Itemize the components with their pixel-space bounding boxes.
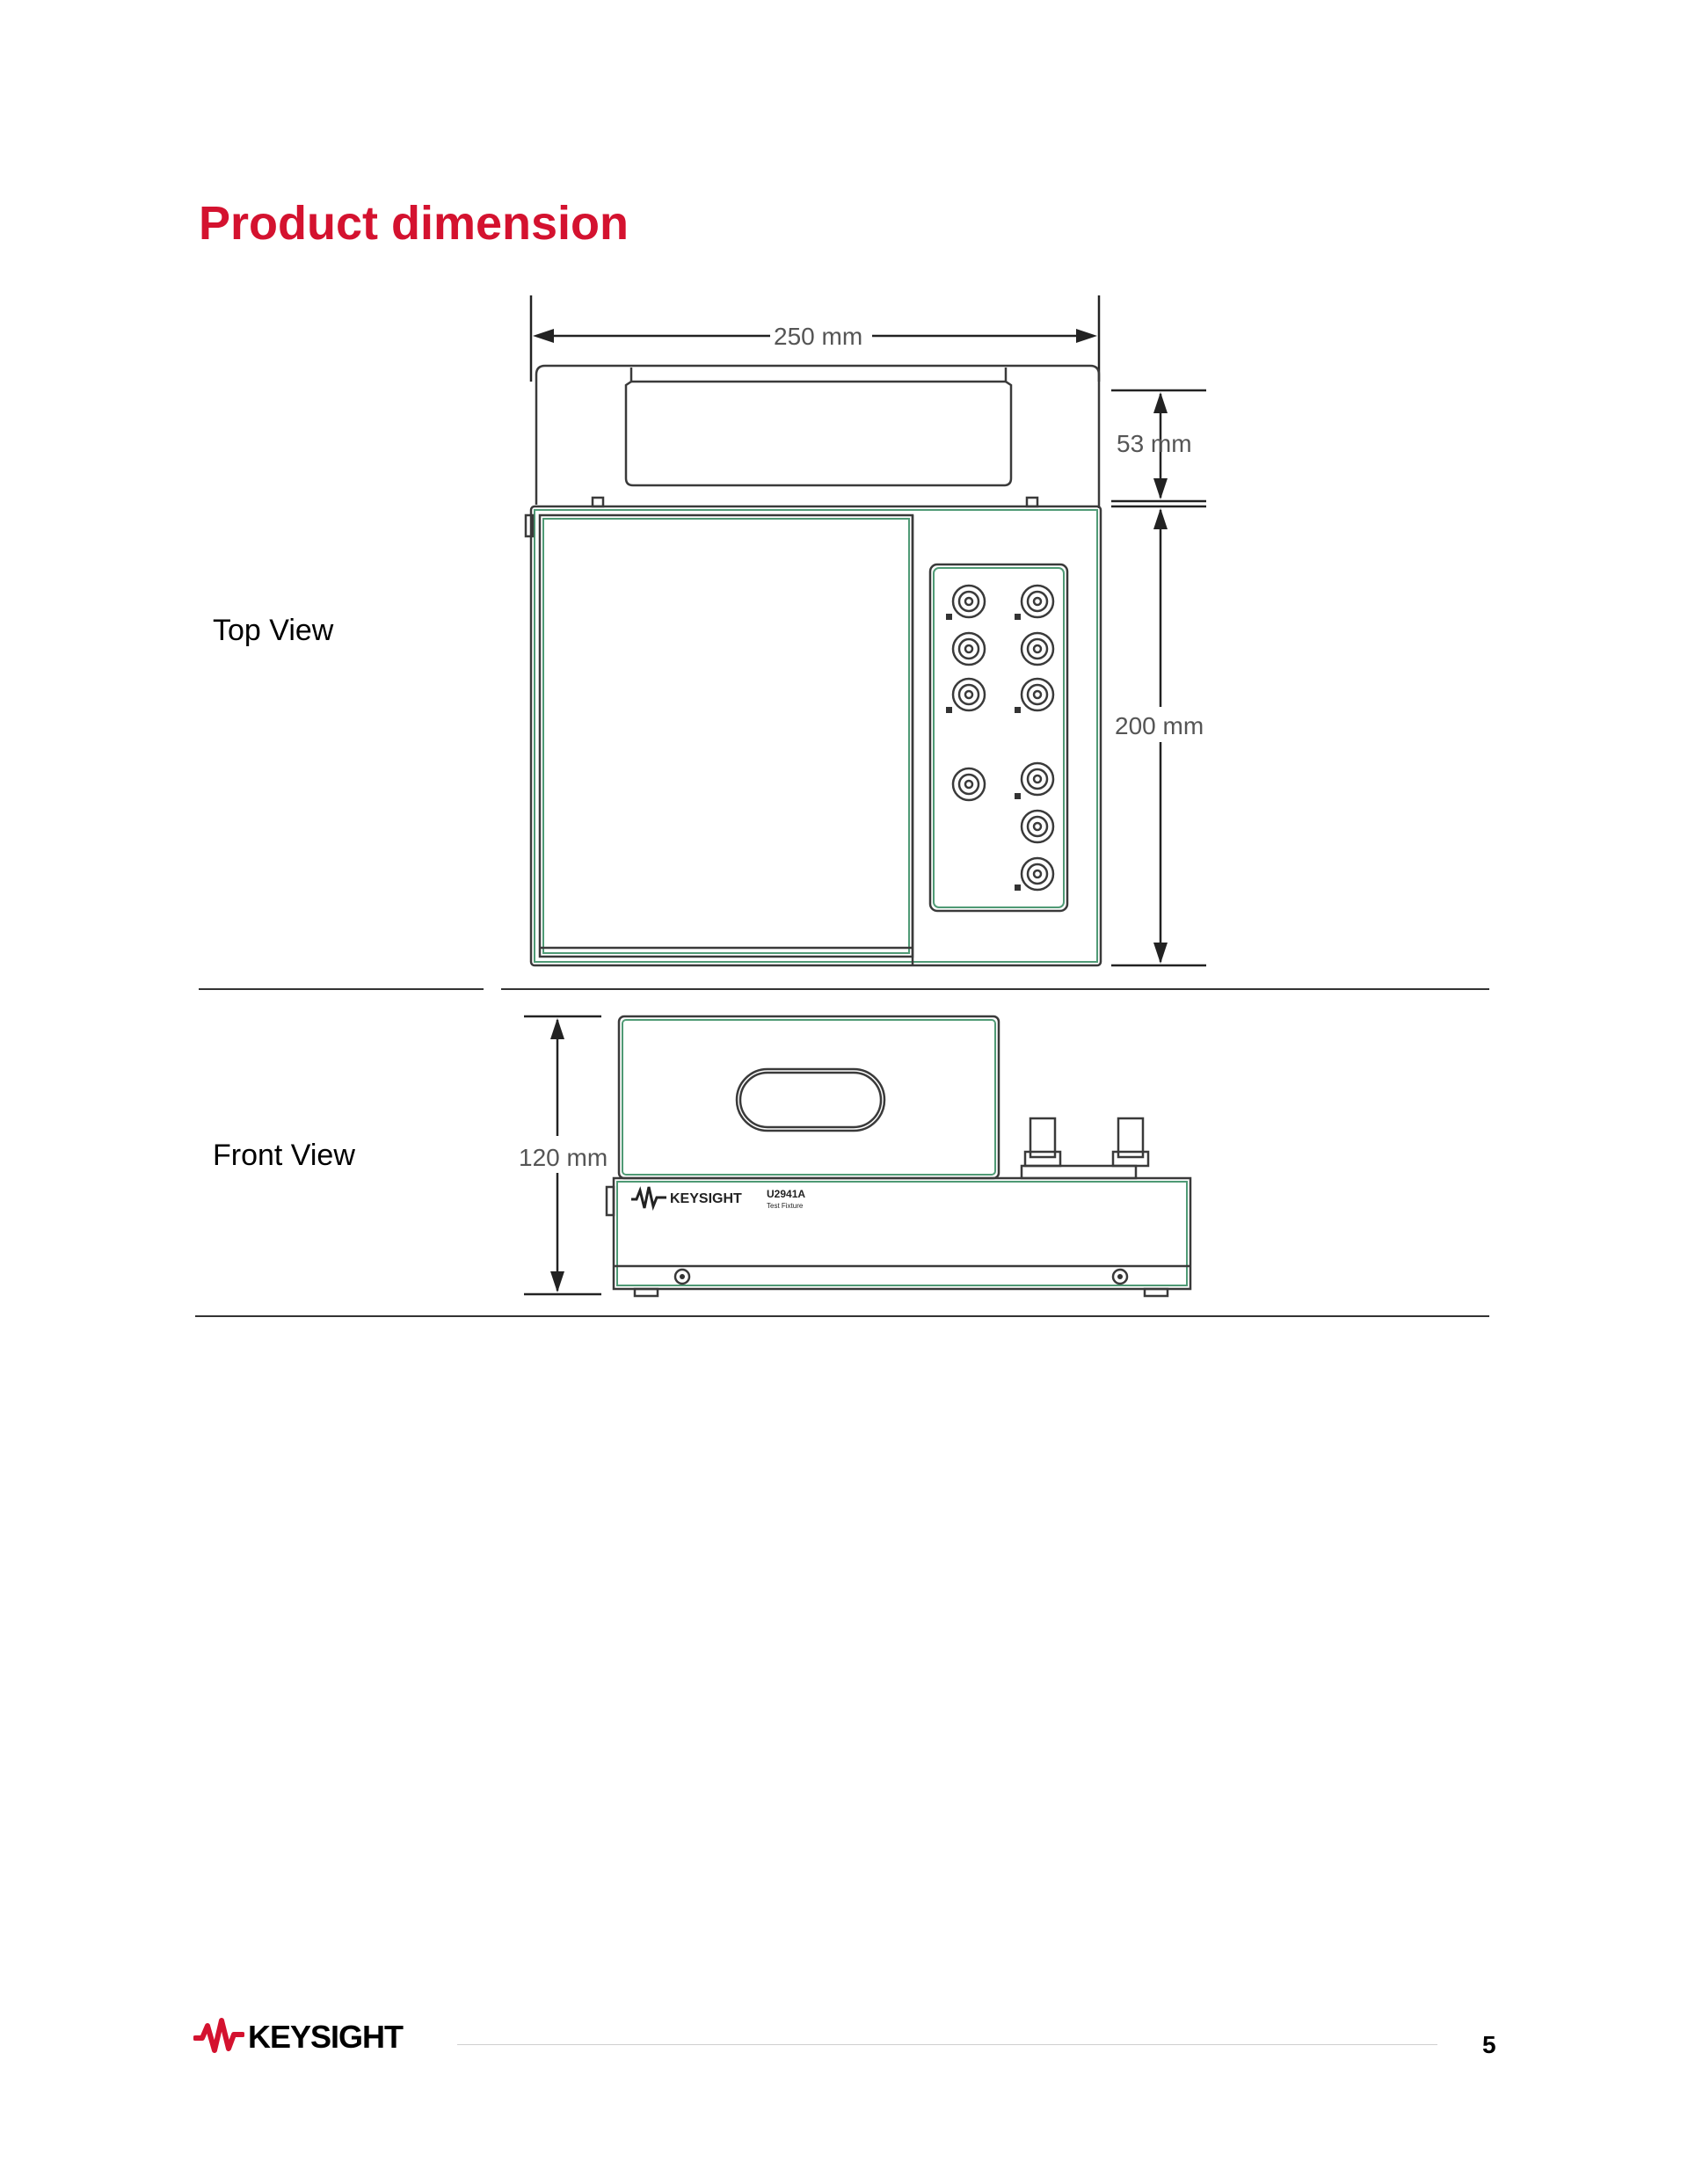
bnc-connector-icons [951,584,1055,892]
front-model-text: U2941A [767,1188,805,1200]
footer-logo: KEYSIGHT [193,2017,404,2057]
footer-logo-text: KEYSIGHT [248,2019,404,2055]
handle-dimension-label: 53 mm [1117,430,1192,457]
depth-dimension-label: 200 mm [1115,712,1204,739]
width-dimension-label: 250 mm [774,323,862,350]
front-view-label: Front View [213,1139,355,1172]
footer-divider [457,2044,1437,2045]
height-dimension-label: 120 mm [519,1144,608,1171]
front-brand-text: KEYSIGHT [670,1191,742,1206]
top-view-drawing: 250 mm 53 mm 200 m [524,295,1206,967]
front-view-drawing: 120 mm KEYSIGHT U2941A Test Fixture [519,1015,1192,1298]
keysight-wave-icon [193,2018,244,2053]
front-keysight-wave-icon [631,1186,666,1212]
page-number: 5 [1482,2031,1496,2058]
front-model-subtext: Test Fixture [767,1202,804,1210]
row-divider-left [199,988,484,990]
page-title: Product dimension [199,197,629,250]
row-divider-right [501,988,1489,990]
top-view-label: Top View [213,614,334,647]
table-bottom-rule [195,1315,1489,1317]
